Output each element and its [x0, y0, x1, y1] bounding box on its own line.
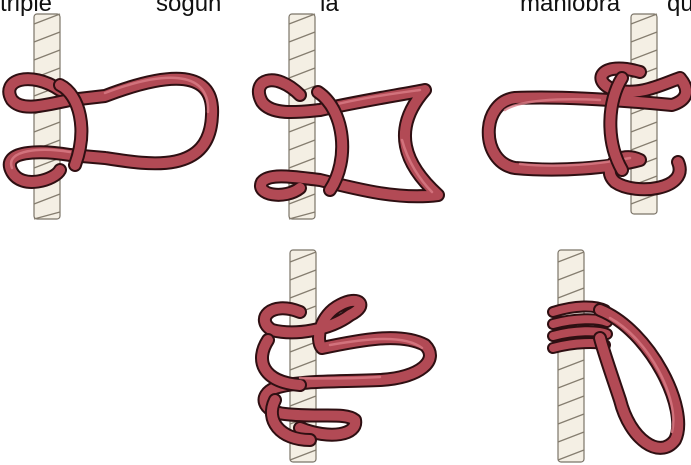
knot-step-5 — [553, 250, 678, 462]
knot-step-2 — [259, 14, 438, 219]
cord-loop — [262, 301, 430, 440]
knot-step-3 — [489, 14, 686, 214]
cord-loop — [259, 80, 438, 196]
knot-step-1 — [9, 14, 212, 219]
rope-strand — [558, 250, 584, 462]
knot-step-4 — [262, 250, 430, 462]
